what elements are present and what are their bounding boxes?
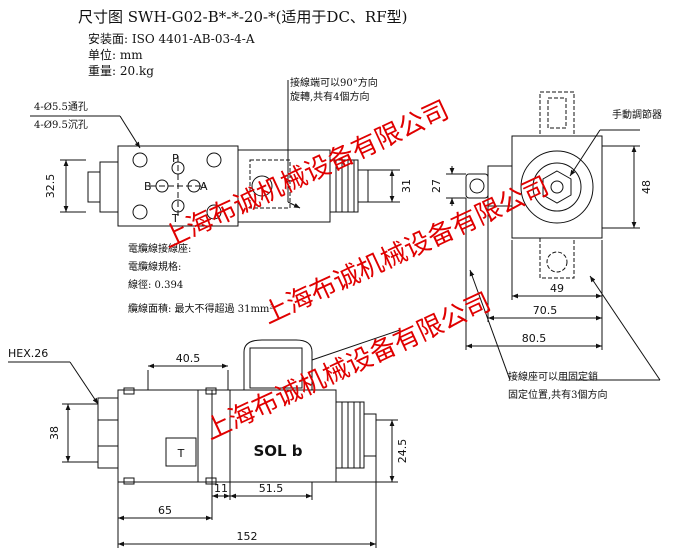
dim-32-5: 32.5 xyxy=(44,174,57,199)
side-view xyxy=(446,91,640,350)
top-view xyxy=(30,80,400,227)
terminal-note-2: 旋轉,共有4個方向 xyxy=(290,90,370,103)
t-port-box xyxy=(165,437,197,467)
unit-spec: 单位: mm xyxy=(88,48,143,62)
wire-diameter-note: 線徑: 0.394 xyxy=(128,278,183,291)
dim-27: 27 xyxy=(430,179,443,193)
dim-70-5: 70.5 xyxy=(533,304,558,317)
port-label-p: P xyxy=(172,152,179,165)
port-label-b: B xyxy=(144,180,152,193)
cable-spec-note: 電纜線規格: xyxy=(128,260,181,273)
dim-38: 38 xyxy=(48,426,61,440)
connector-fix-note-2: 固定位置,共有3個方向 xyxy=(508,388,608,401)
drawing-title: 尺寸图 SWH-G02-B*-*-20-*(适用于DC、RF型) xyxy=(78,8,408,26)
hex-label: HEX.26 xyxy=(8,347,48,360)
holes-note-1: 4-Ø5.5通孔 xyxy=(34,101,88,113)
cross-section-note: 纜線面積: 最大不得超過 31mm² xyxy=(128,302,273,315)
t-label: T xyxy=(177,447,185,460)
terminal-note-1: 接線端可以90°方向 xyxy=(290,76,378,89)
dim-48: 48 xyxy=(640,180,653,194)
connector-fix-note-1: 接線座可以用固定銷 xyxy=(508,370,598,383)
dim-51-5: 51.5 xyxy=(259,482,284,495)
dim-40-5: 40.5 xyxy=(176,352,201,365)
dim-65: 65 xyxy=(158,504,172,517)
dim-152: 152 xyxy=(237,530,258,543)
dim-80-5: 80.5 xyxy=(522,332,547,345)
mounting-surface-spec: 安装面: ISO 4401-AB-03-4-A xyxy=(88,32,255,46)
dim-11: 11 xyxy=(214,482,228,495)
port-label-a: A xyxy=(200,180,208,193)
cable-connector-note: 電纜線接線座: xyxy=(128,242,191,255)
weight-spec: 重量: 20.kg xyxy=(88,64,154,78)
port-label-t: T xyxy=(171,212,179,225)
dim-31: 31 xyxy=(400,179,413,193)
sol-b-label: SOL b xyxy=(253,442,302,460)
mounting-hole xyxy=(132,204,148,220)
watermark-1: 上海布诚机械设备有限公司 xyxy=(158,95,453,254)
dim-24-5: 24.5 xyxy=(396,439,409,464)
mounting-hole xyxy=(206,152,222,168)
watermark-group: 上海布诚机械设备有限公司 上海布诚机械设备有限公司 上海布诚机械设备有限公司 xyxy=(158,95,553,446)
holes-note-2: 4-Ø9.5沉孔 xyxy=(34,118,88,131)
mounting-hole xyxy=(132,152,148,168)
manual-override-label: 手動調節器 xyxy=(612,108,662,121)
mounting-hole xyxy=(206,204,222,220)
front-view xyxy=(8,269,661,548)
watermark-2: 上海布诚机械设备有限公司 xyxy=(258,171,553,330)
dim-49: 49 xyxy=(550,282,564,295)
